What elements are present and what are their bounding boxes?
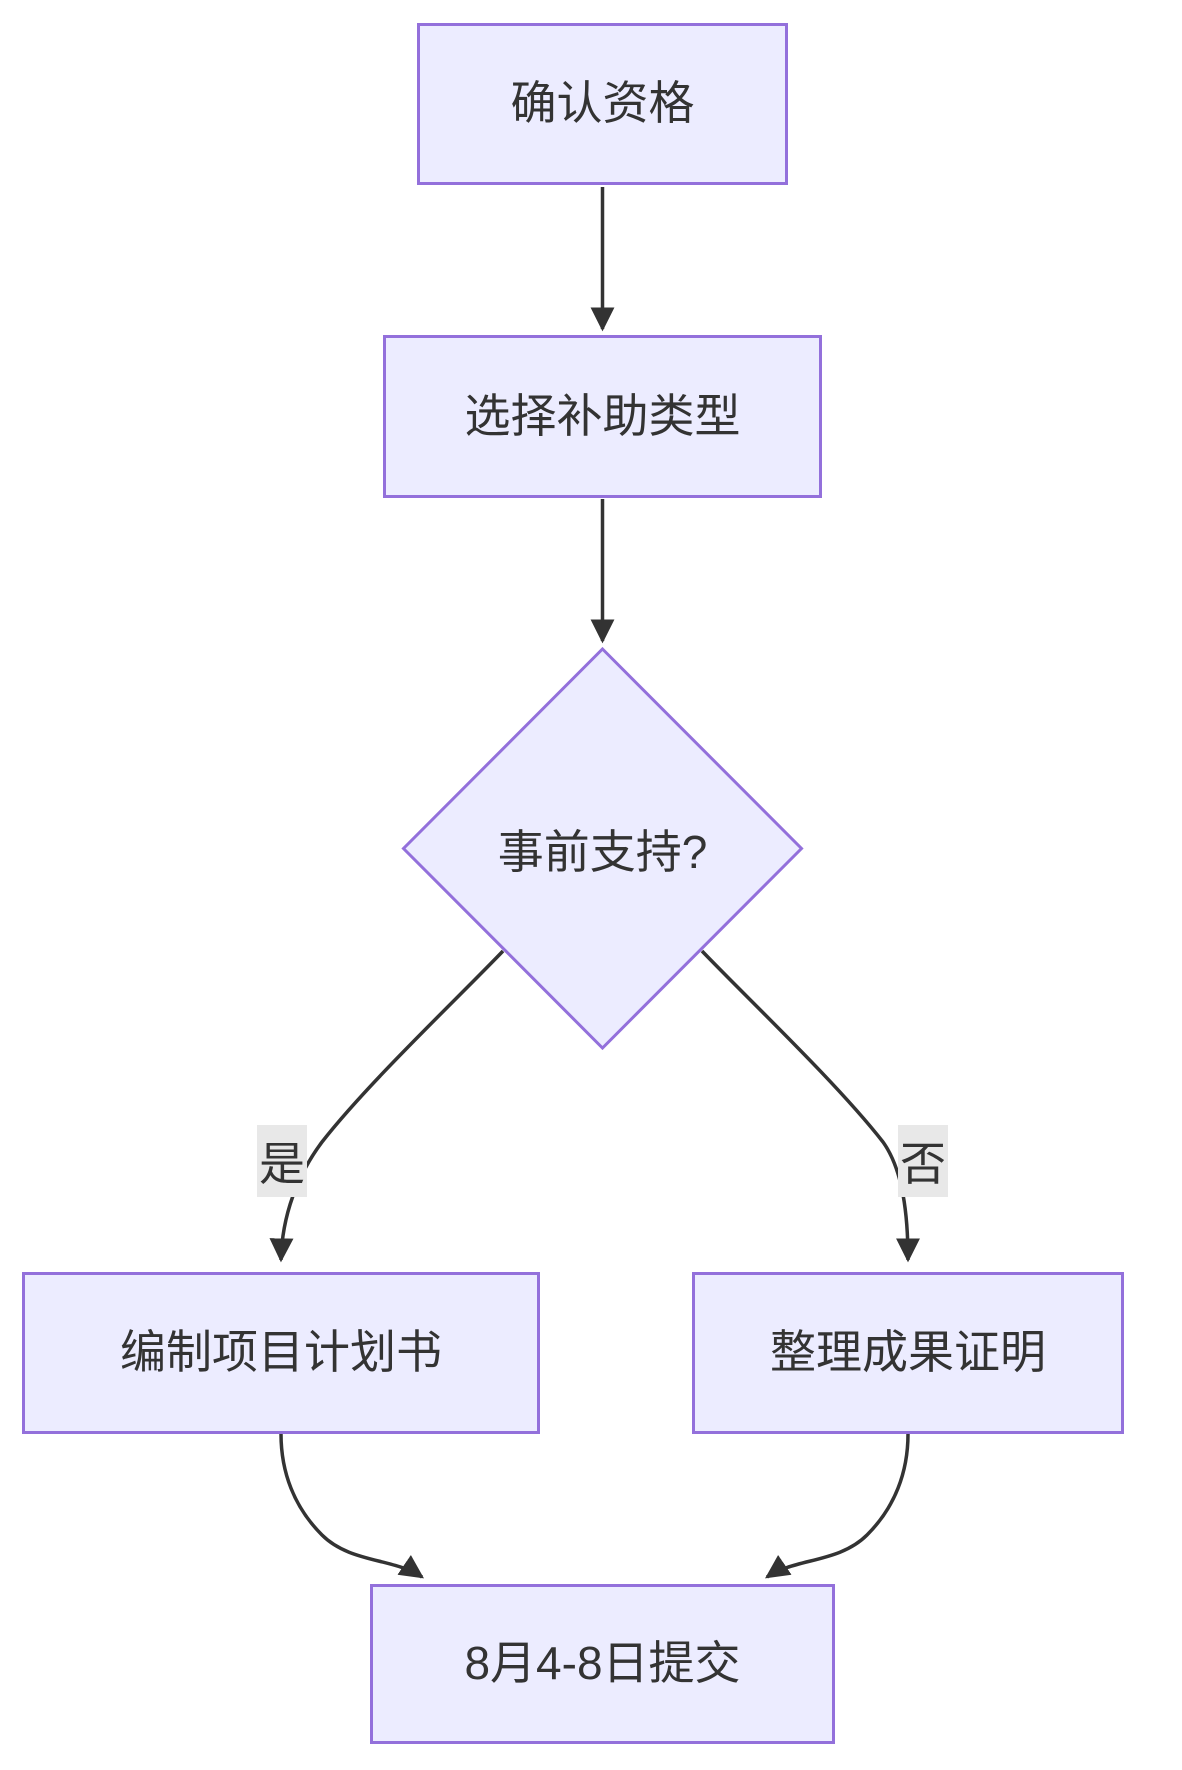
node-select-subsidy-type-label: 选择补助类型 [464, 389, 741, 442]
edge-label-yes: 是 [257, 1125, 307, 1197]
node-submit-aug-4-8-label: 8月4-8日提交 [464, 1637, 741, 1690]
node-submit-aug-4-8: 8月4-8日提交 [370, 1584, 835, 1744]
node-confirm-eligibility-label: 确认资格 [510, 77, 695, 130]
node-prepare-project-plan-label: 编制项目计划书 [120, 1326, 442, 1379]
node-prepare-project-plan: 编制项目计划书 [22, 1272, 540, 1434]
node-select-subsidy-type: 选择补助类型 [383, 335, 822, 498]
decision-diamond-shape [401, 646, 804, 1051]
decision-pre-support-label: 事前支持? [497, 825, 708, 878]
node-organize-achievement-proof-label: 整理成果证明 [770, 1326, 1046, 1379]
edge-decision-no-to-proof [700, 949, 920, 1263]
edge-proof-to-submit [765, 1433, 910, 1579]
edge-label-yes-text: 是 [259, 1138, 305, 1190]
edge-plan-to-submit [279, 1433, 424, 1579]
edge-decision-yes-to-plan [269, 949, 505, 1263]
node-organize-achievement-proof: 整理成果证明 [692, 1272, 1124, 1434]
edge-label-no: 否 [898, 1125, 948, 1197]
decision-pre-support: 事前支持? [452, 798, 753, 899]
node-confirm-eligibility: 确认资格 [417, 23, 788, 185]
edge-label-no-text: 否 [900, 1138, 946, 1190]
